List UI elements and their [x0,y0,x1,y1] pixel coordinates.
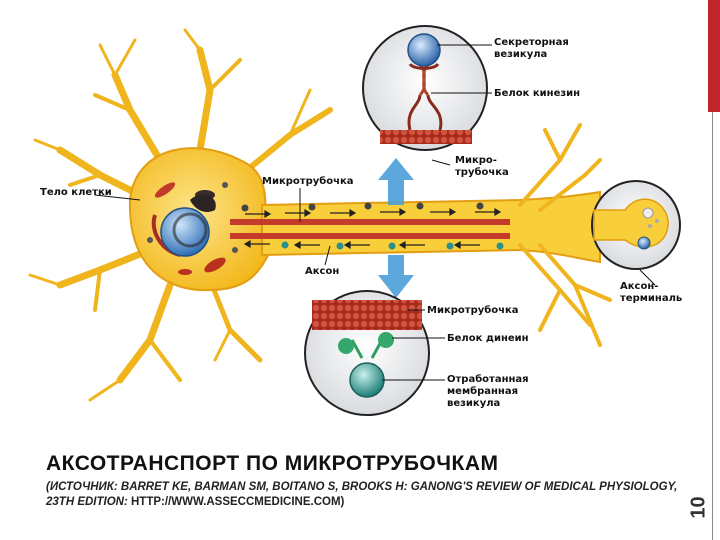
label-line: Секреторная [494,37,569,48]
label-line: Отработанная [447,373,529,385]
dynein-inset [304,290,430,416]
anterograde-arrows [245,207,502,219]
axon-terminal-inset [591,180,681,270]
kinesin-vesicles-axon [241,202,484,212]
arrow-down-to-dynein-inset [378,255,414,298]
label-cell-body: Тело клетки [40,187,112,198]
organelles [147,182,238,275]
page-number: 10 [688,488,718,528]
citation-close: ) [340,495,345,508]
label-microtubule-bottom: Микротрубочка [427,304,519,316]
label-axon: Аксон [305,266,339,277]
label-line: терминаль [620,293,682,304]
dynein-vesicles-axon [281,241,504,250]
arrow-up-to-kinesin-inset [378,158,414,205]
label-line: мембранная [447,385,518,397]
label-axon-terminal: Аксон-терминаль [620,281,682,304]
label-kinesin: Белок кинезин [494,88,580,99]
label-line: везикула [494,49,547,60]
label-microtubule-top: Микротрубочка [262,175,354,187]
label-line: Микро- [455,155,497,166]
label-line: трубочка [455,166,509,178]
label-line: везикула [447,398,500,409]
slide-citation: (ИСТОЧНИК: BARRET KE, BARMAN SM, BOITANO… [46,480,686,510]
kinesin-inset [362,25,488,151]
leader-lines [94,44,656,381]
page-number-text: 10 [687,496,710,519]
retrograde-arrows [243,239,480,250]
microtubule-lower [230,233,510,239]
label-microtubule-inset: Микро-трубочка [455,155,509,178]
accent-bar [708,0,720,112]
citation-text: (ИСТОЧНИК: BARRET KE, BARMAN SM, BOITANO… [46,481,678,508]
label-dynein: Белок динеин [447,333,529,344]
label-line: Аксон- [620,281,658,292]
microtubule-upper [230,219,510,225]
slide-title: АКСОТРАНСПОРТ ПО МИКРОТРУБОЧКАМ [46,452,499,475]
axon-terminal-branches [518,123,612,347]
citation-url: HTTP://WWW.ASSECCMEDICINE.COM [127,495,341,508]
divider-line [712,112,713,540]
